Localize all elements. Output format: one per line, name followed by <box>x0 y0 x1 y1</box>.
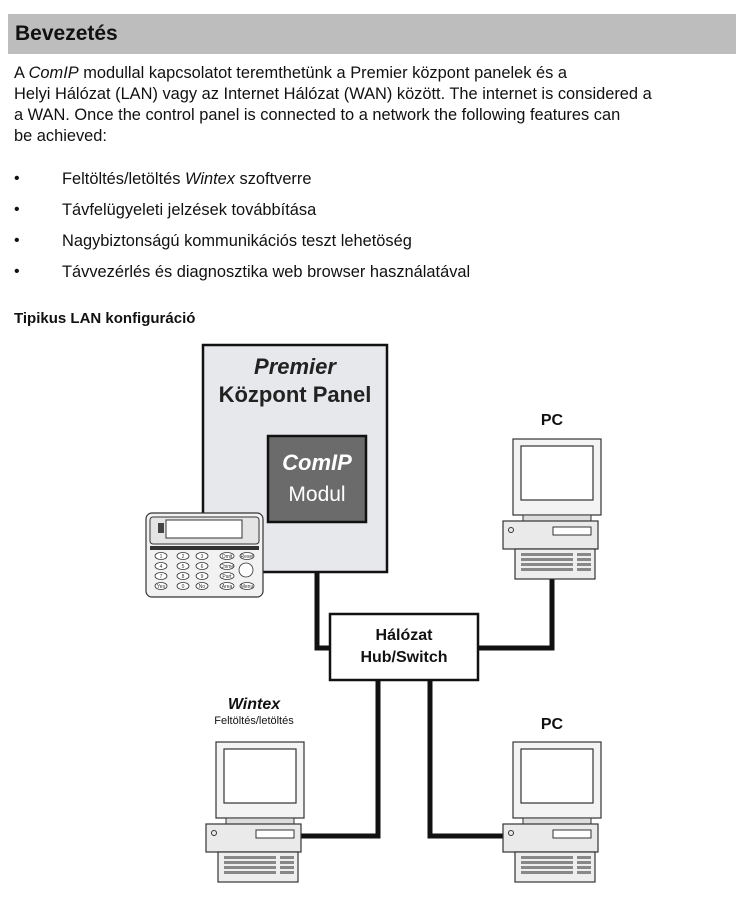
intro-paragraph: A ComIP modullal kapcsolatot teremthetün… <box>14 63 739 147</box>
keypad-key: 4 <box>160 564 163 570</box>
keypad-key: Reset <box>240 554 254 560</box>
list-item: •Távvezérlés és diagnosztika web browser… <box>14 263 471 281</box>
keypad-key: 5 <box>182 564 185 570</box>
keypad-key: 8 <box>182 574 185 580</box>
keypad-key: No <box>199 584 206 590</box>
bullet-dot: • <box>14 232 20 249</box>
logo-icon <box>158 523 164 533</box>
section-title: Bevezetés <box>15 22 118 45</box>
pc-bottom-computer-icon <box>502 741 602 883</box>
keypad-key: Part <box>222 574 232 580</box>
hub-label-line2: Hub/Switch <box>360 649 447 666</box>
keypad-key: Menu <box>241 584 254 590</box>
keypad-key: 1 <box>160 554 163 560</box>
intro-line-4: be achieved: <box>14 127 107 145</box>
section-title-bar: Bevezetés <box>8 14 736 54</box>
network-hub-switch: Hálózat Hub/Switch <box>328 612 480 682</box>
comip-module: ComIP Modul <box>266 434 368 524</box>
hub-label-line1: Hálózat <box>376 627 434 644</box>
panel-title: Premier <box>254 354 337 379</box>
module-subtitle: Modul <box>288 483 345 506</box>
wintex-computer-icon <box>205 741 305 883</box>
keypad-key: Chime <box>220 564 235 570</box>
pc-top-label: PC <box>541 412 564 429</box>
list-item: •Távfelügyeleti jelzések továbbítása <box>14 201 317 219</box>
bullet-dot: • <box>14 201 20 218</box>
list-item: •Nagybiztonságú kommunikációs teszt lehe… <box>14 232 412 250</box>
bullet-dot: • <box>14 263 20 280</box>
keypad-key: 6 <box>201 564 204 570</box>
module-title: ComIP <box>282 450 352 475</box>
bullet-dot: • <box>14 170 20 187</box>
intro-line-1: A ComIP modullal kapcsolatot teremthetün… <box>14 64 568 82</box>
diagram-heading: Tipikus LAN konfiguráció <box>14 310 196 327</box>
keypad-key: Area <box>222 584 233 590</box>
list-item: •Feltöltés/letöltés Wintex szoftverre <box>14 170 312 188</box>
pc-bottom-label: PC <box>541 716 564 733</box>
keypad-key: 3 <box>201 554 204 560</box>
feature-list: •Feltöltés/letöltés Wintex szoftverre •T… <box>14 168 470 292</box>
intro-line-2: Helyi Hálózat (LAN) vagy az Internet Hál… <box>14 85 652 103</box>
keypad-key: 0 <box>182 584 185 590</box>
cable-hub-to-pc-top <box>478 578 555 651</box>
keypad-key: Yes <box>157 584 166 590</box>
cable-hub-to-wintex-pc <box>300 680 381 839</box>
keypad-key: 9 <box>201 574 204 580</box>
wintex-label: Wintex <box>228 696 281 713</box>
keypad-key: 2 <box>182 554 185 560</box>
keypad-key: 7 <box>160 574 163 580</box>
cable-hub-to-pc-bottom <box>427 680 505 839</box>
keypad-device: 1 2 3 Omit Reset 4 5 6 Chime 7 8 9 Part … <box>145 512 264 598</box>
wintex-sublabel: Feltöltés/letöltés <box>214 715 294 727</box>
panel-subtitle: Központ Panel <box>219 382 372 407</box>
pc-top-computer-icon <box>502 438 602 580</box>
intro-line-3: a WAN. Once the control panel is connect… <box>14 106 621 124</box>
keypad-key: Omit <box>222 554 233 560</box>
navigation-pad-icon <box>238 562 254 578</box>
